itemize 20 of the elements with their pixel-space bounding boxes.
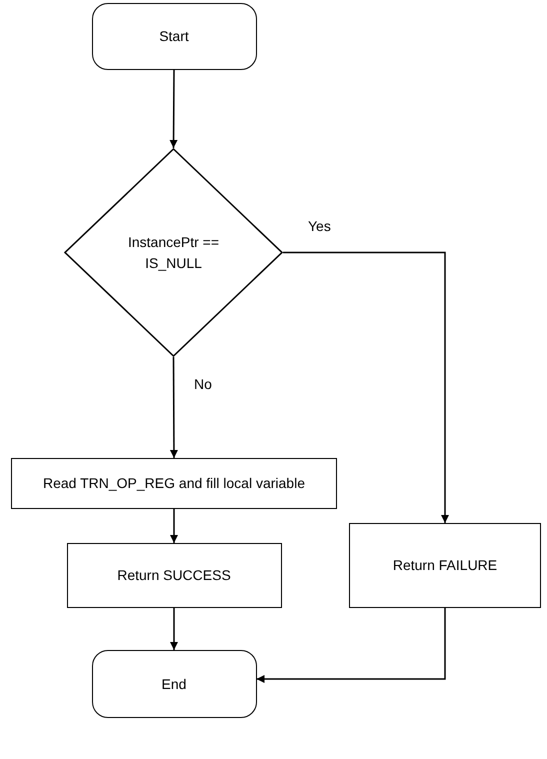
arrow (170, 357, 178, 458)
process-box (349, 523, 541, 608)
arrow (170, 70, 178, 148)
terminal-box (92, 3, 256, 70)
edge-label: No (192, 376, 214, 392)
node-text: Return FAILURE (392, 556, 498, 576)
node-text: End (162, 674, 186, 694)
node-text: InstancePtr == IS_NULL (126, 233, 220, 273)
arrow (170, 509, 178, 543)
decision-diamond (64, 148, 283, 357)
process-box (11, 458, 337, 509)
arrow (170, 608, 178, 650)
arrow (283, 252, 449, 523)
node-text: Start (159, 27, 189, 46)
arrow (256, 608, 446, 683)
node-text: Return SUCCESS (117, 566, 231, 586)
edge-label: Yes (306, 218, 333, 234)
process-box (66, 543, 282, 608)
node-text: Read TRN_OP_REG and fill local variable (43, 474, 305, 494)
terminal-box (92, 650, 256, 718)
